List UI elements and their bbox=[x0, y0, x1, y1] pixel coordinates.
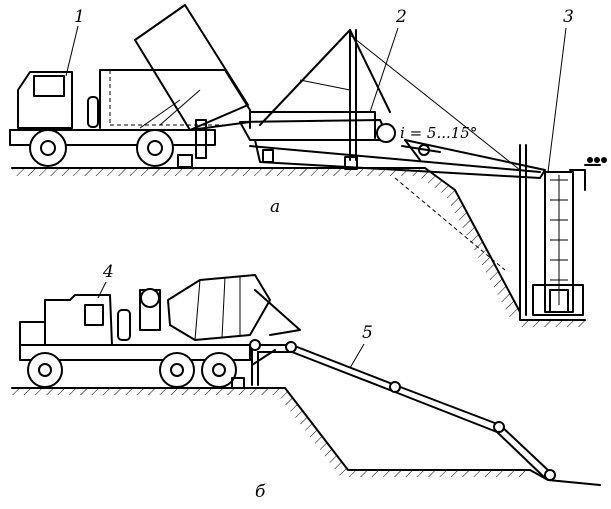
callout-5: 5 bbox=[362, 323, 373, 343]
ground-a bbox=[11, 167, 586, 327]
part-a-label: а bbox=[270, 197, 280, 217]
mixer-truck bbox=[19, 294, 251, 389]
callout-1: 1 bbox=[74, 7, 85, 27]
callout-3: 3 bbox=[563, 7, 574, 27]
callout-4: 4 bbox=[102, 262, 114, 282]
receiving-tower bbox=[519, 144, 607, 316]
slope-arrow bbox=[401, 145, 441, 153]
tipping-body bbox=[134, 4, 251, 131]
callout-2: 2 bbox=[395, 7, 407, 27]
slope-note: i = 5...15° bbox=[400, 124, 477, 142]
mixer-drum bbox=[139, 274, 301, 341]
dashed-support bbox=[394, 177, 506, 271]
part-b-label: б bbox=[255, 482, 266, 502]
scene-a: 1 2 3 i = 5...15° а bbox=[9, 4, 607, 327]
support-frame bbox=[259, 29, 521, 171]
scene-b: 4 5 б bbox=[11, 262, 601, 502]
dump-truck bbox=[9, 69, 251, 168]
pipeline-5 bbox=[249, 339, 556, 481]
